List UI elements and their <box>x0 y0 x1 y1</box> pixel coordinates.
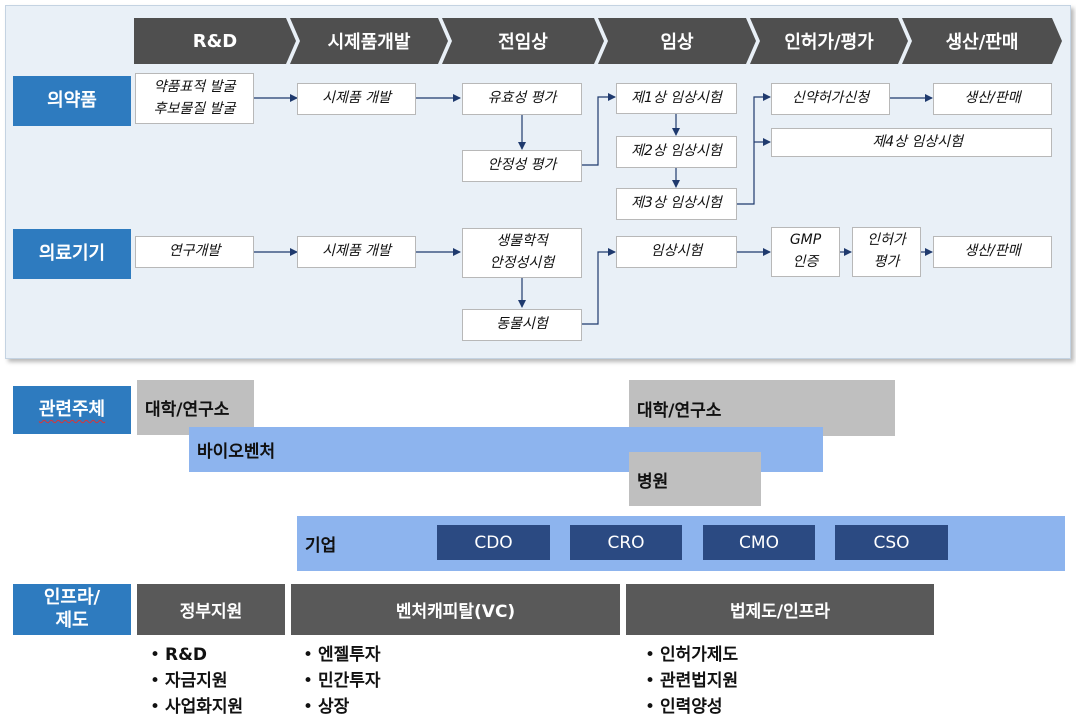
row-label-infra: 인프라/ 제도 <box>13 584 131 635</box>
row-label-device: 의료기기 <box>13 229 131 279</box>
list-item: 상장 <box>298 694 381 720</box>
list-item: 엔젤투자 <box>298 642 381 668</box>
bar-univ-left: 대학/연구소 <box>137 380 254 435</box>
service-cso: CSO <box>835 525 948 560</box>
box-device-rnd: 연구개발 <box>135 236 254 268</box>
list-item: 인력양성 <box>640 694 738 720</box>
box-phase2: 제2상 임상시험 <box>616 136 737 168</box>
box-efficacy: 유효성 평가 <box>462 83 582 115</box>
box-line: 생물학적 <box>496 233 548 250</box>
process-panel <box>5 5 1071 359</box>
box-device-production: 생산/판매 <box>933 236 1052 268</box>
box-target-discovery: 약품표적 발굴 후보물질 발굴 <box>135 73 254 124</box>
box-phase3: 제3상 임상시험 <box>616 188 737 220</box>
list-item: 관련법지원 <box>640 668 738 694</box>
box-line: 안정성시험 <box>489 255 555 271</box>
infra-label-line: 제도 <box>55 609 89 631</box>
box-pharma-prototype: 시제품 개발 <box>297 83 416 115</box>
bar-univ-right: 대학/연구소 <box>629 380 895 436</box>
flow-arrows <box>254 93 933 325</box>
entities-label-text: 관련주체 <box>38 398 106 420</box>
box-line: 후보물질 발굴 <box>153 100 236 117</box>
infra-header-vc: 벤처캐피탈(VC) <box>291 584 620 635</box>
box-bio-safety: 생물학적 안정성시험 <box>462 228 582 278</box>
box-phase1: 제1상 임상시험 <box>616 83 737 114</box>
box-line: GMP <box>789 232 822 249</box>
box-safety: 안정성 평가 <box>462 150 582 182</box>
service-cro: CRO <box>570 525 682 560</box>
box-nda: 신약허가신청 <box>771 83 890 115</box>
infra-header-law: 법제도/인프라 <box>626 584 934 635</box>
box-device-clinical: 임상시험 <box>616 236 737 268</box>
stage-prototype: 시제품개발 <box>290 18 448 64</box>
box-device-approval: 인허가 평가 <box>852 227 921 277</box>
list-item: R&D <box>145 642 243 668</box>
infra-header-gov: 정부지원 <box>137 584 285 635</box>
stage-approval: 인허가/평가 <box>750 18 908 64</box>
infra-list-gov: R&D 자금지원 사업화지원 <box>145 642 243 720</box>
box-device-prototype: 시제품 개발 <box>297 236 416 268</box>
infra-list-vc: 엔젤투자 민간투자 상장 <box>298 642 381 720</box>
row-label-pharma: 의약품 <box>13 76 131 126</box>
list-item: 민간투자 <box>298 668 381 694</box>
bar-hospital: 병원 <box>629 452 761 506</box>
list-item: 사업화지원 <box>145 694 243 720</box>
stage-preclinical: 전임상 <box>442 18 604 64</box>
service-cdo: CDO <box>437 525 550 560</box>
list-item: 자금지원 <box>145 668 243 694</box>
infra-label-line: 인프라/ <box>43 587 101 608</box>
box-line: 약품표적 발굴 <box>153 78 236 95</box>
box-animal-test: 동물시험 <box>462 309 582 341</box>
box-line: 인증 <box>792 254 819 270</box>
stage-rnd: R&D <box>134 18 296 64</box>
stage-production: 생산/판매 <box>902 18 1062 64</box>
row-label-entities: 관련주체 <box>13 386 131 434</box>
box-pharma-production: 생산/판매 <box>933 83 1052 115</box>
box-line: 인허가 <box>867 232 906 249</box>
list-item: 인허가제도 <box>640 642 738 668</box>
infra-list-law: 인허가제도 관련법지원 인력양성 <box>640 642 738 720</box>
box-line: 평가 <box>873 254 900 270</box>
box-gmp: GMP 인증 <box>771 227 840 277</box>
service-cmo: CMO <box>703 525 815 560</box>
stage-clinical: 임상 <box>598 18 756 64</box>
box-phase4: 제4상 임상시험 <box>771 128 1052 157</box>
